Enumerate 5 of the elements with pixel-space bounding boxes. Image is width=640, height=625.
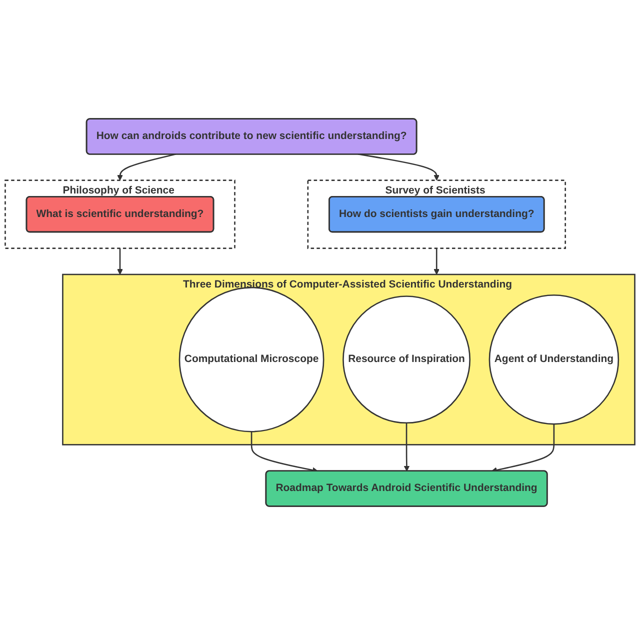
- node-circle: Agent of Understanding: [488, 294, 620, 425]
- arrow: [434, 248, 440, 275]
- arrow: [404, 422, 410, 472]
- arrow: [117, 248, 123, 275]
- node-circle: Resource of Inspiration: [342, 296, 470, 424]
